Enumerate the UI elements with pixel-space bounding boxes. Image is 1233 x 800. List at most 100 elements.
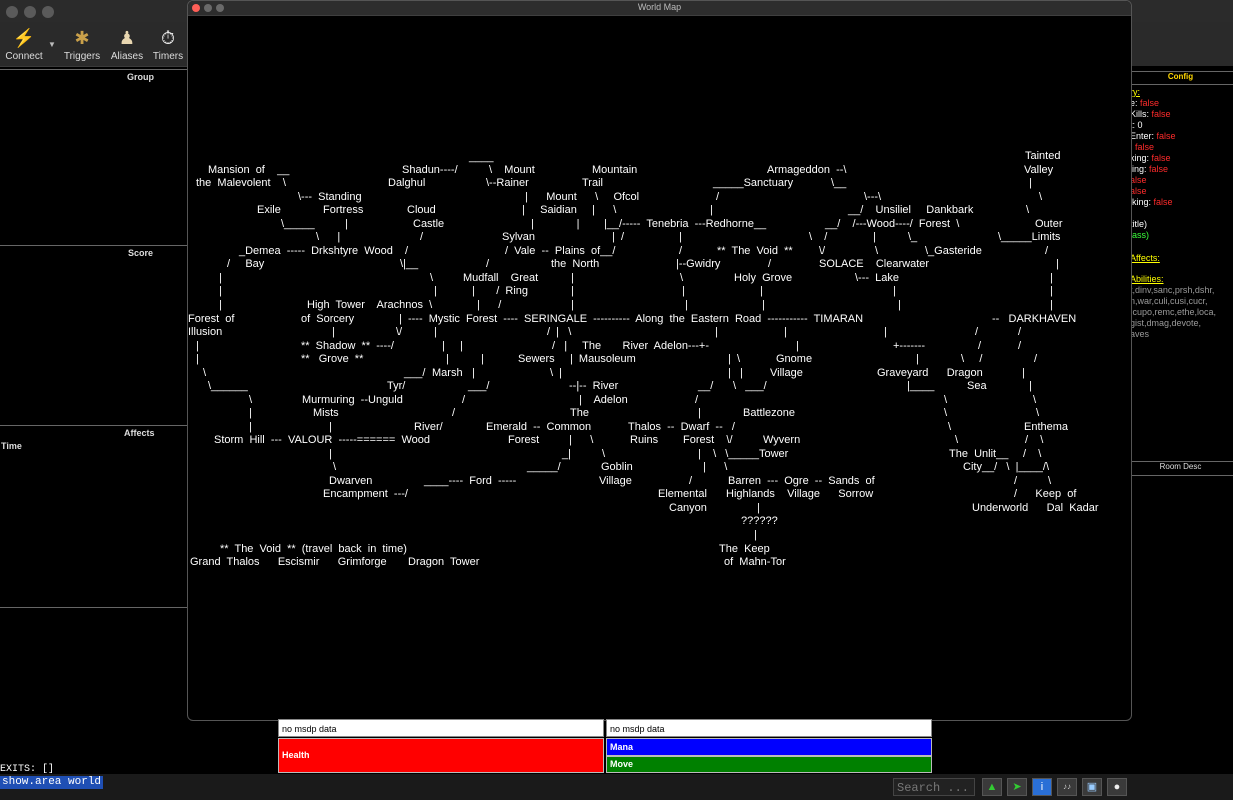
map-text-line: City__/ \ |____/\ (963, 461, 1050, 473)
map-text-line: | (679, 231, 682, 243)
map-text-line: / (1034, 353, 1038, 365)
map-text-line: | (219, 299, 222, 311)
map-icon[interactable]: ▲ (982, 778, 1002, 796)
main-toolbar: ⚡ Connect ▼ ✱ Triggers ♟ Aliases ⏱ Timer… (0, 22, 187, 67)
map-text-line: Encampment ---/ (323, 488, 409, 500)
map-text-line: ____ (468, 151, 494, 163)
map-text-line: \ | (316, 231, 340, 243)
map-text-line: Barren --- Ogre -- Sands of (728, 475, 876, 487)
map-text-line: Sewers | Mausoleum (518, 353, 636, 365)
triggers-button[interactable]: ✱ Triggers (62, 24, 102, 62)
search-input[interactable]: Search ... (893, 778, 975, 796)
map-text-line: | (1056, 258, 1059, 270)
minimize-icon[interactable] (204, 4, 212, 12)
map-text-line: | | |__/----- Tenebria ---Redhorne__ (531, 218, 767, 230)
map-text-line: | (884, 326, 887, 338)
map-text-line: / (975, 326, 979, 338)
map-text-line: Emerald -- Common (486, 421, 591, 433)
map-text-line: \--- Standing (298, 191, 362, 203)
info-icon[interactable]: i (1032, 778, 1052, 796)
map-text-line: Elemental (658, 488, 707, 500)
map-text-line: the North (551, 258, 599, 270)
chevron-down-icon[interactable]: ▼ (48, 40, 56, 49)
map-text-line: __/ (697, 380, 714, 392)
map-text-line: / (689, 475, 693, 487)
aliases-button[interactable]: ♟ Aliases (108, 24, 146, 62)
connect-button[interactable]: ⚡ Connect (5, 24, 43, 62)
config-value: false (1153, 197, 1173, 207)
map-text-line: | (762, 299, 765, 311)
map-text-line: | Mount \ Ofcol (525, 191, 639, 203)
map-text-line: The Unlit__ (949, 448, 1009, 460)
map-text-line: \--Rainer (486, 177, 529, 189)
world-map-titlebar[interactable]: World Map (188, 1, 1131, 16)
map-text-line: | (249, 407, 252, 419)
window-icon[interactable]: ▣ (1082, 778, 1102, 796)
profile-icon[interactable]: ● (1107, 778, 1127, 796)
map-text-line: \/ (396, 326, 403, 338)
config-key: king: (1130, 153, 1152, 163)
map-text-line: Graveyard Dragon (877, 367, 983, 379)
map-text-line: \ (333, 461, 337, 473)
map-text-line: | (698, 407, 701, 419)
map-text-line: | (571, 285, 574, 297)
map-text-line: | (916, 353, 919, 365)
config-key: Enter: (1130, 131, 1157, 141)
map-text-line: \/ (819, 245, 826, 257)
map-text-line: The Keep (719, 543, 770, 555)
config-line: t: 0 (1130, 120, 1143, 130)
close-window-icon[interactable] (6, 6, 18, 18)
map-text-line: River/ (414, 421, 444, 433)
mana-bar: Mana (606, 738, 932, 756)
map-text-line: | (893, 285, 896, 297)
map-text-line: \ (1039, 191, 1043, 203)
zoom-window-icon[interactable] (42, 6, 54, 18)
map-text-line: \_ (908, 231, 918, 243)
map-text-line: | (442, 340, 445, 352)
map-text-line: Tyr/ (387, 380, 406, 392)
right-toolbar-area (1130, 22, 1233, 66)
volume-icon[interactable]: ♪♪ (1057, 778, 1077, 796)
map-text-line: Enthema (1024, 421, 1069, 433)
map-text-line: Holy Grove (734, 272, 792, 284)
map-text-line: / (1018, 340, 1022, 352)
map-text-line: | (472, 367, 475, 379)
map-text-line: ** The Void ** (travel back in time) (220, 543, 407, 555)
map-text-line: | (329, 448, 332, 460)
map-text-line: Storm Hill --- VALOUR -----====== Wood (214, 434, 430, 446)
map-text-line: | (710, 204, 713, 216)
ability-line: t,dinv,sanc,prsh,dshr, (1130, 285, 1215, 295)
map-text-line: | / (477, 299, 502, 311)
config-panel-title[interactable]: Config (1128, 71, 1233, 85)
map-text-line: | (760, 285, 763, 297)
close-icon[interactable] (192, 4, 200, 12)
health-bar: Health (278, 738, 604, 773)
minimize-window-icon[interactable] (24, 6, 36, 18)
map-text-line: \______ (208, 380, 249, 392)
map-text-line: \ ___/ (733, 380, 768, 392)
timers-button[interactable]: ⏱ Timers (150, 24, 186, 62)
map-text-line: ** The Void ** (717, 245, 793, 257)
connect-label: Connect (5, 51, 43, 62)
map-text-line: | / Ring (472, 285, 528, 297)
map-text-line: \__ (831, 177, 847, 189)
divider (0, 245, 187, 246)
config-value: false (1140, 98, 1160, 108)
map-text-line: \ / (809, 231, 828, 243)
arrows-icon[interactable]: ➤ (1007, 778, 1027, 796)
map-text-line: / (1014, 475, 1018, 487)
map-text-line: Highlands Village Sorrow (726, 488, 873, 500)
command-input[interactable]: show.area world (0, 776, 104, 789)
config-value: false (1135, 142, 1155, 152)
world-map-window[interactable]: World Map ____Mansion of __Shadun----/\ … (187, 0, 1132, 721)
config-value: alse (1130, 175, 1147, 185)
map-text-line: | (481, 353, 484, 365)
map-text-line: \ (955, 434, 959, 446)
zoom-icon[interactable] (216, 4, 224, 12)
map-text-line: | (715, 326, 718, 338)
map-text-line: Mudfall Great (463, 272, 538, 284)
map-text-line: | (571, 272, 574, 284)
map-text-line: |____ (907, 380, 935, 392)
map-text-line: / (1018, 326, 1022, 338)
